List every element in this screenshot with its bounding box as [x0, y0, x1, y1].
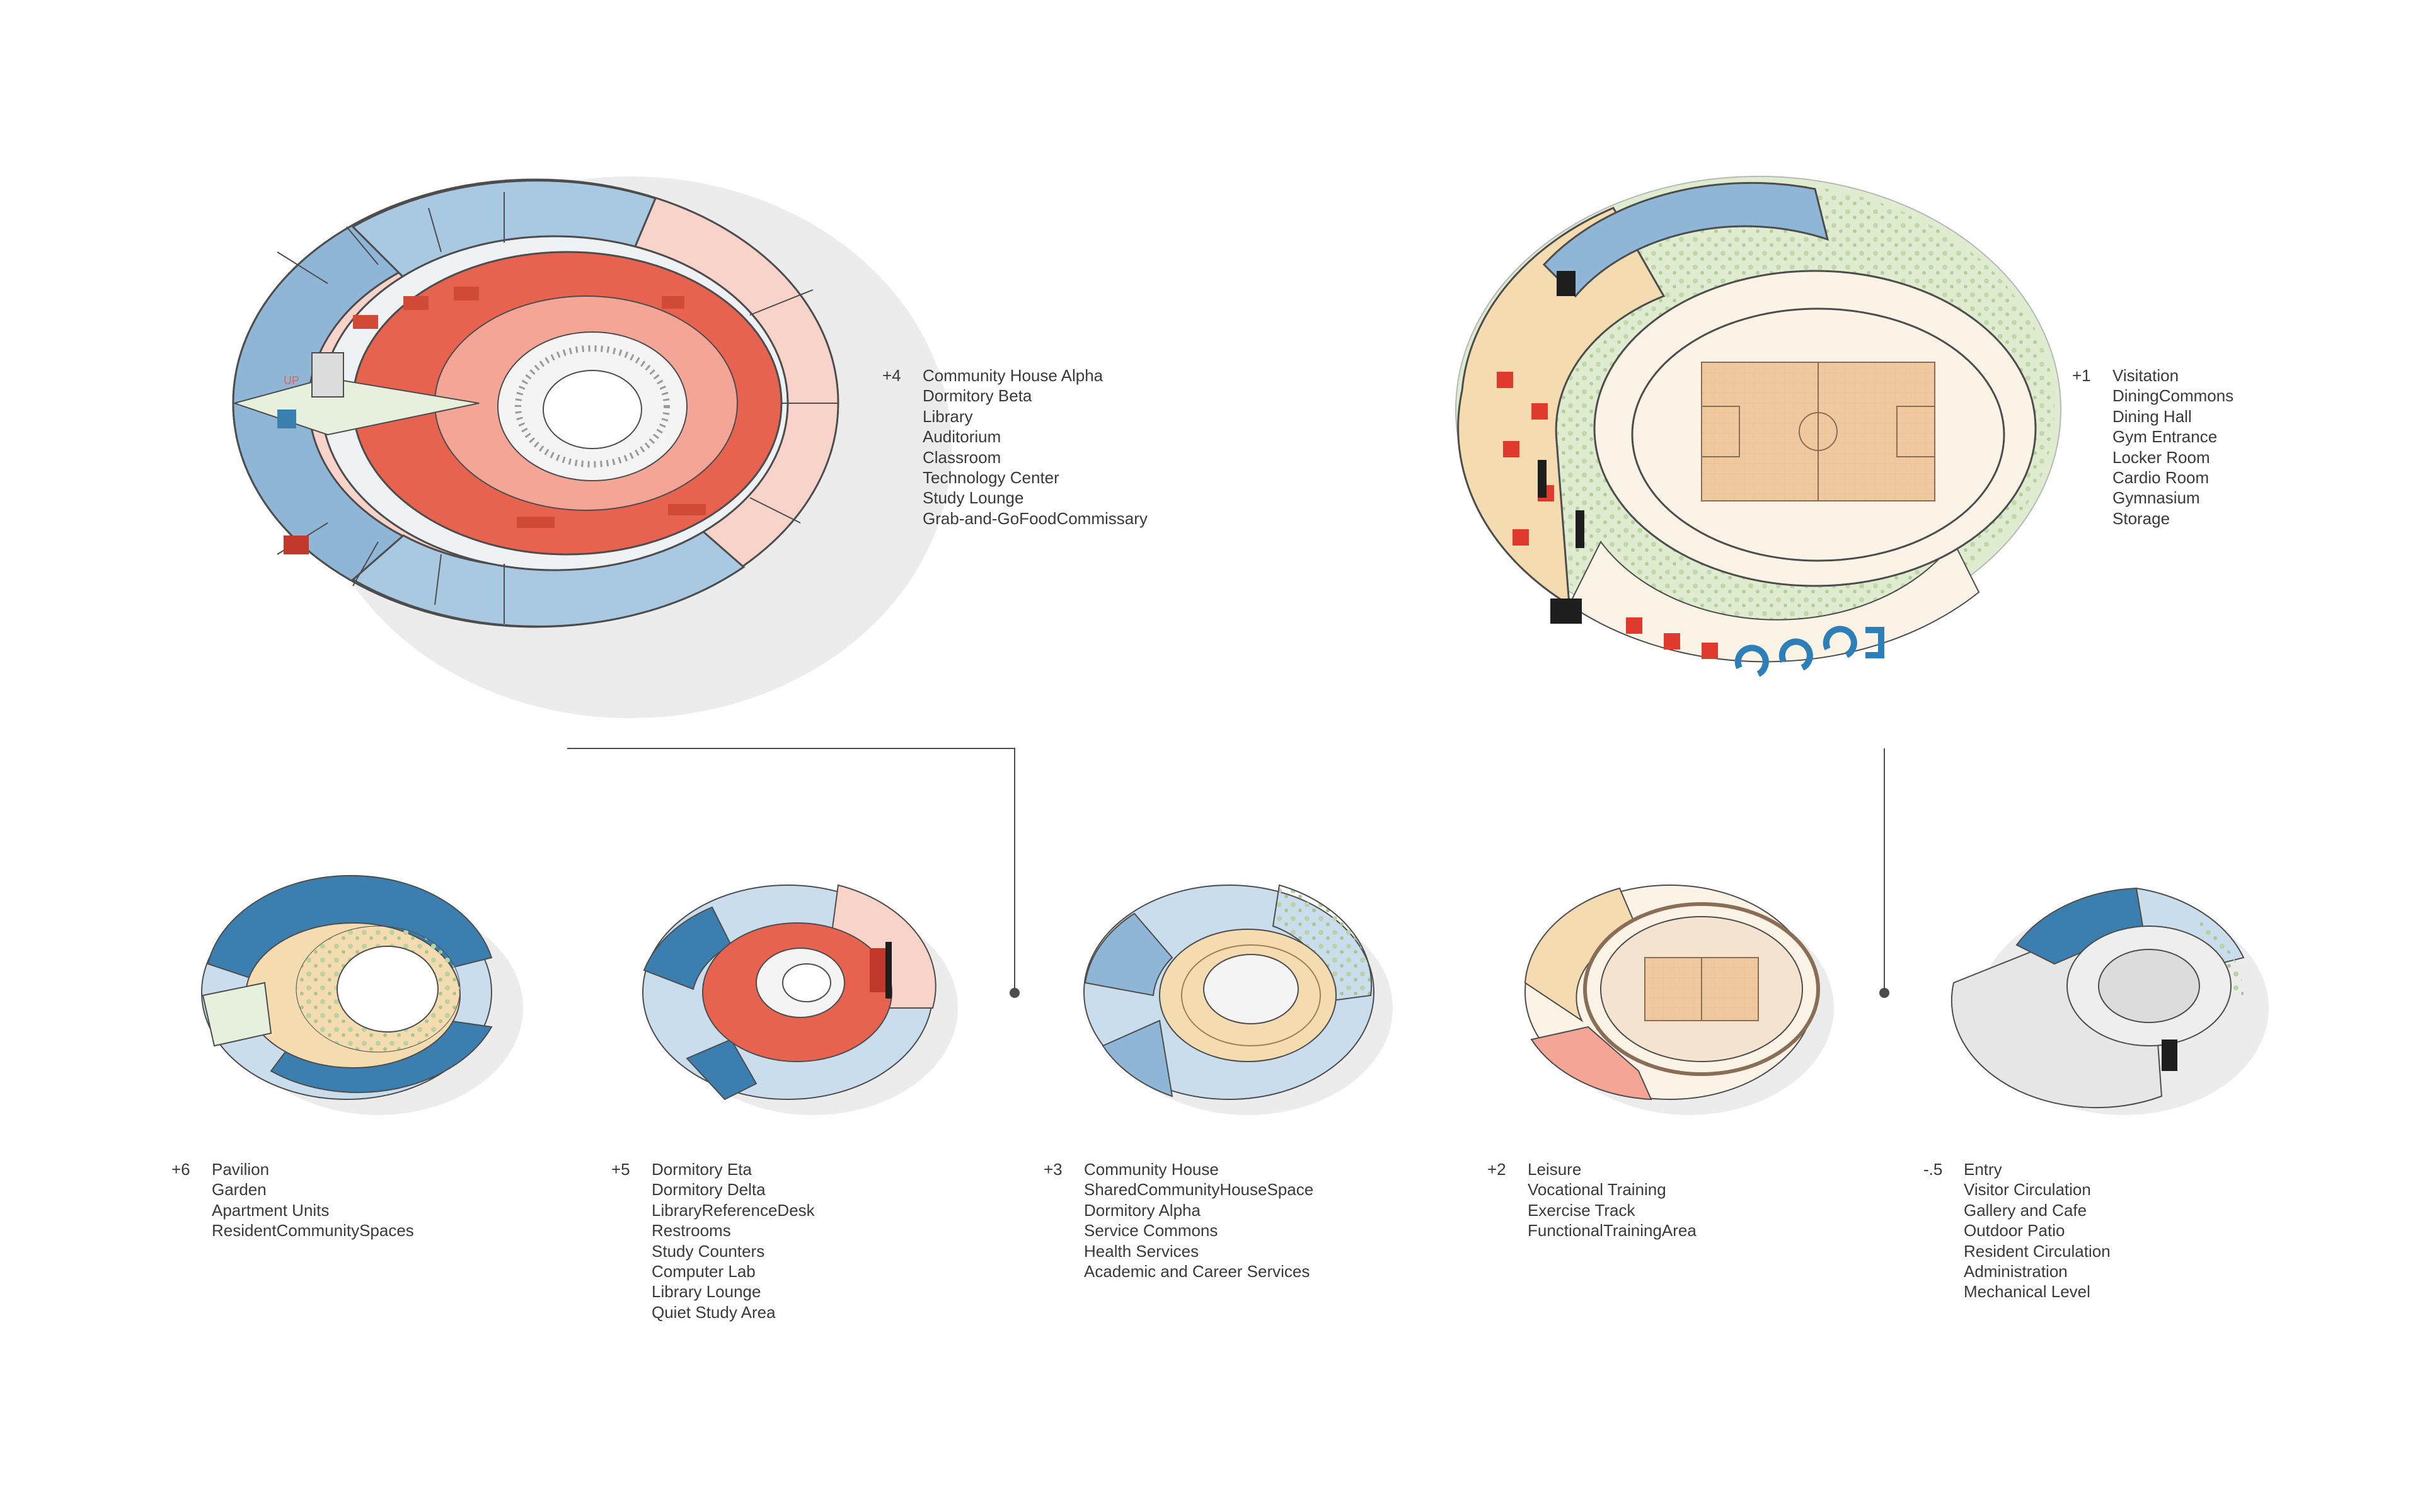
plan-level-plus3: [1083, 884, 1393, 1115]
connector-plus4: [567, 748, 1015, 993]
legend-item: Library Lounge: [652, 1282, 761, 1302]
legend-item: Dormitory Delta: [652, 1180, 766, 1200]
legend-item: Outdoor Patio: [1964, 1221, 2065, 1240]
legend-item: Dining Hall: [2112, 406, 2192, 426]
legend-item: Entry: [1964, 1160, 2002, 1179]
legend-item: Service Commons: [1084, 1221, 1218, 1240]
level-label: +5: [611, 1160, 630, 1179]
north-blue-wing: [1542, 181, 1829, 298]
stair-treads: [515, 345, 670, 467]
court-key-left: [1702, 406, 1740, 457]
legend-item: Academic and Career Services: [1084, 1262, 1310, 1281]
plan-level-plus6: [201, 874, 523, 1115]
legend-item: Community House Alpha: [923, 366, 1103, 385]
legend-item: Storage: [2112, 508, 2170, 528]
court-center: [1799, 412, 1838, 451]
level-label: +4: [882, 366, 901, 385]
legend-item: Visitation: [2112, 366, 2179, 385]
legend-item: Gymnasium: [2112, 488, 2200, 508]
legend-item: Study Lounge: [923, 488, 1024, 508]
plan-level-plus4: UP: [232, 176, 952, 718]
legend-item: SharedCommunityHouseSpace: [1084, 1180, 1314, 1200]
legend-item: Auditorium: [923, 427, 1001, 447]
plan-level-plus1: [1455, 176, 2061, 677]
court-key-right: [1896, 406, 1935, 457]
lounge-seating: [1734, 626, 1884, 677]
legend-item: Library: [923, 406, 973, 426]
legend-item: Apartment Units: [212, 1200, 330, 1220]
legend-item: Garden: [212, 1180, 267, 1200]
legend-item: LibraryReferenceDesk: [652, 1200, 815, 1220]
legend-item: Gallery and Cafe: [1964, 1200, 2087, 1220]
legend-item: ResidentCommunitySpaces: [212, 1221, 414, 1240]
dining-hall-tan: [1457, 207, 1666, 607]
legend-item: Cardio Room: [2112, 468, 2210, 488]
level-label: +2: [1487, 1160, 1506, 1179]
legend-item: FunctionalTrainingArea: [1528, 1221, 1697, 1240]
level-label: +1: [2072, 366, 2091, 385]
connector-lines: [567, 748, 1889, 998]
legend-item: Grab-and-GoFoodCommissary: [923, 508, 1148, 528]
legend-item: Computer Lab: [652, 1262, 756, 1281]
level-label: +6: [171, 1160, 190, 1179]
plan-level-minus05: [1950, 887, 2269, 1115]
legend-item: Locker Room: [2112, 447, 2210, 467]
legend-item: Classroom: [923, 447, 1001, 467]
legend-item: Exercise Track: [1528, 1200, 1635, 1220]
legend-item: Vocational Training: [1528, 1180, 1666, 1200]
legend-item: Dormitory Alpha: [1084, 1200, 1201, 1220]
plan-level-plus5: [642, 884, 958, 1115]
legend-item: Administration: [1964, 1262, 2068, 1281]
dining-tables: [1497, 372, 1718, 659]
stair-box: [311, 352, 344, 398]
legend-item: Gym Entrance: [2112, 427, 2218, 447]
legend-item: Dormitory Beta: [923, 386, 1032, 406]
legend-item: Study Counters: [652, 1241, 765, 1261]
legend-item: Leisure: [1528, 1160, 1582, 1179]
legend-item: Pavilion: [212, 1160, 270, 1179]
legend-item: Resident Circulation: [1964, 1241, 2111, 1261]
legend-item: Community House: [1084, 1160, 1219, 1179]
dark-elements: [1538, 271, 1584, 624]
legend-item: Quiet Study Area: [652, 1302, 776, 1322]
legend-item: Mechanical Level: [1964, 1282, 2090, 1302]
legend-item: Visitor Circulation: [1964, 1180, 2091, 1200]
atrium-void: [543, 370, 642, 449]
plan-level-plus2: [1524, 885, 1834, 1115]
legend-item: Dormitory Eta: [652, 1160, 752, 1179]
level-label: +3: [1044, 1160, 1063, 1179]
legend-item: Technology Center: [923, 468, 1059, 488]
legend-item: DiningCommons: [2112, 386, 2234, 406]
legend-item: Health Services: [1084, 1241, 1199, 1261]
legend-item: Restrooms: [652, 1221, 731, 1240]
furniture-marks: [277, 287, 706, 554]
level-label: -.5: [1923, 1160, 1943, 1179]
up-annotation: UP: [284, 374, 299, 387]
